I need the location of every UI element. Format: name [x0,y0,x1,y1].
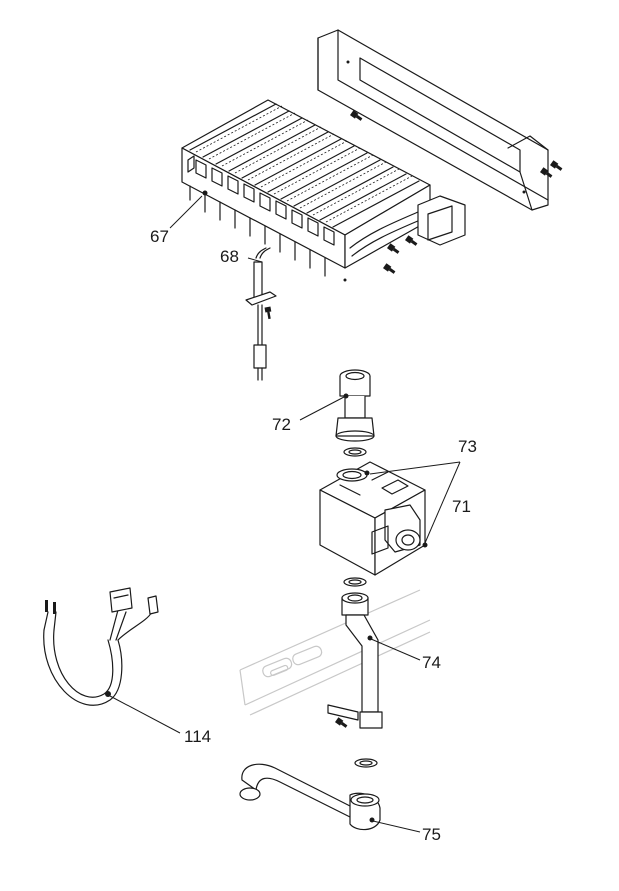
screw-set [350,110,563,274]
burner-blades [189,103,420,228]
callout-73: 73 [458,437,477,456]
sealing-washer [354,758,378,768]
connecting-pipe [239,763,381,831]
bottom-fins [189,185,326,277]
callout-72: 72 [272,415,291,434]
screw [387,243,400,254]
callout-67: 67 [150,227,169,246]
sealing-washer [343,577,367,587]
screw [383,263,396,274]
screw [264,306,272,320]
screw [335,717,348,728]
callout-71: 71 [452,497,471,516]
callout-114: 114 [184,727,211,746]
callout-75: 75 [422,825,441,844]
front-face-slots [195,159,335,246]
screw [550,160,563,171]
casing-outline [239,589,431,716]
burner-assembly [181,99,466,282]
callout-68: 68 [220,247,239,266]
sealing-washer [343,447,367,457]
outlet-pipe [327,592,383,729]
screw [540,167,553,178]
screw [350,110,363,121]
back-panel [317,29,549,211]
ignition-electrode [245,247,277,381]
leader-lines [109,195,461,833]
wiring-harness [43,587,159,706]
callout-74: 74 [422,653,441,672]
gas-valve [319,461,428,576]
screw [405,235,418,246]
inlet-pipe [335,369,375,442]
